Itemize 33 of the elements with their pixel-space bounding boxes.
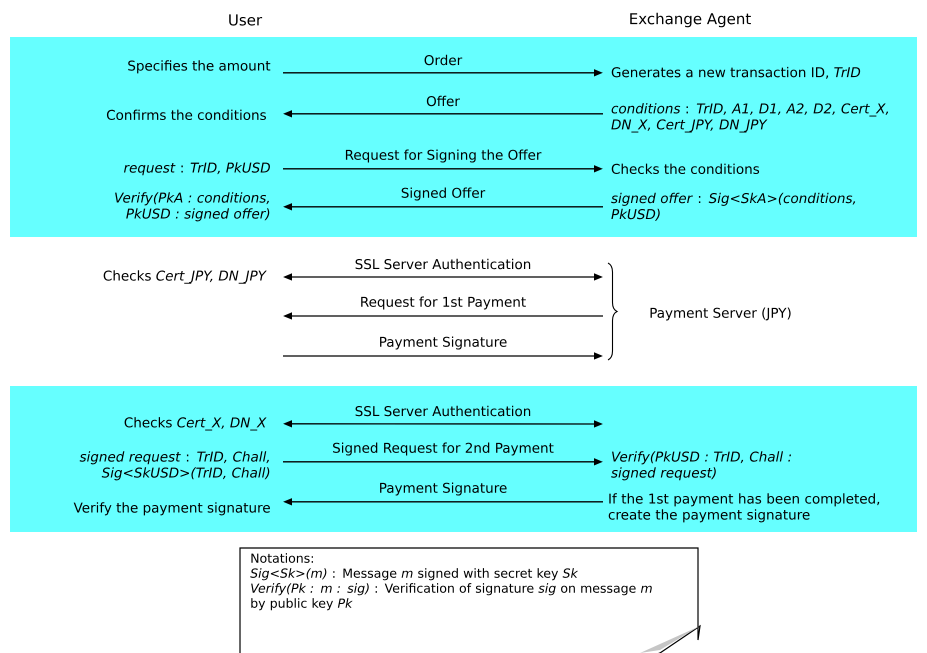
step-text: Verify the payment signature — [74, 502, 270, 516]
step-text: Verify(PkA : conditions, PkUSD : signed offer) — [115, 192, 270, 222]
section-band — [10, 386, 917, 532]
step-text: Checks the conditions — [612, 164, 760, 174]
column-header: Exchange Agent — [630, 12, 751, 28]
step-text: conditions : TrID, A1, D1, A2, D2, Cert_X, DN_X, Cert_JPY, DN_JPY — [611, 103, 888, 133]
edge-label: Signed Offer — [402, 187, 486, 201]
edge-label: Offer — [426, 96, 460, 106]
edge-label: Payment Signature — [380, 336, 507, 350]
step-text: signed request : TrID, Chall, Sig<SkUSD>(TrID, Chall) — [80, 451, 270, 480]
node-label: Notations: — [251, 553, 313, 563]
edge-label: Request for 1st Payment — [361, 296, 526, 310]
step-text: Confirms the conditions — [106, 110, 266, 120]
step-text: Payment Server (JPY) — [608, 262, 791, 360]
step-text: signed offer : Sig<SkA>(conditions, PkUSD) — [611, 192, 856, 221]
node-label: Verify(Pk : m : sig) : Verification of signature sig on message m by public key Pk — [251, 583, 652, 610]
step-text: Verify(PkUSD : TrID, Chall : signed request) — [611, 451, 792, 480]
edge-label: Request for Signing the Offer — [346, 149, 542, 163]
step-text: request : TrID, PkUSD — [124, 162, 270, 176]
edge-label: Order — [424, 54, 462, 66]
step-text: If the 1st payment has been completed, create the payment signature — [608, 493, 880, 522]
step-text: Checks Cert_X, DN_X — [124, 417, 267, 431]
edge-label: SSL Server Authentication — [356, 258, 530, 270]
column-header: User — [229, 14, 262, 26]
edge-label: SSL Server Authentication — [356, 406, 530, 416]
edge-label: Signed Request for 2nd Payment — [333, 442, 554, 456]
node-label: Sig<Sk>(m) : Message m signed with secret key Sk — [250, 568, 578, 580]
step-text: Specifies the amount — [128, 60, 270, 74]
edge-label: Payment Signature — [380, 482, 507, 496]
step-text: Generates a new transaction ID, TrID — [612, 66, 860, 79]
step-text: Checks Cert_JPY, DN_JPY — [104, 270, 267, 284]
section-band — [10, 37, 917, 237]
notation-callout: Notations: Sig<Sk>(m) : Message m signed with secret key Sk Verify(Pk : m : sig) : Verification of signature sig on message m by public key Pk — [239, 547, 701, 653]
